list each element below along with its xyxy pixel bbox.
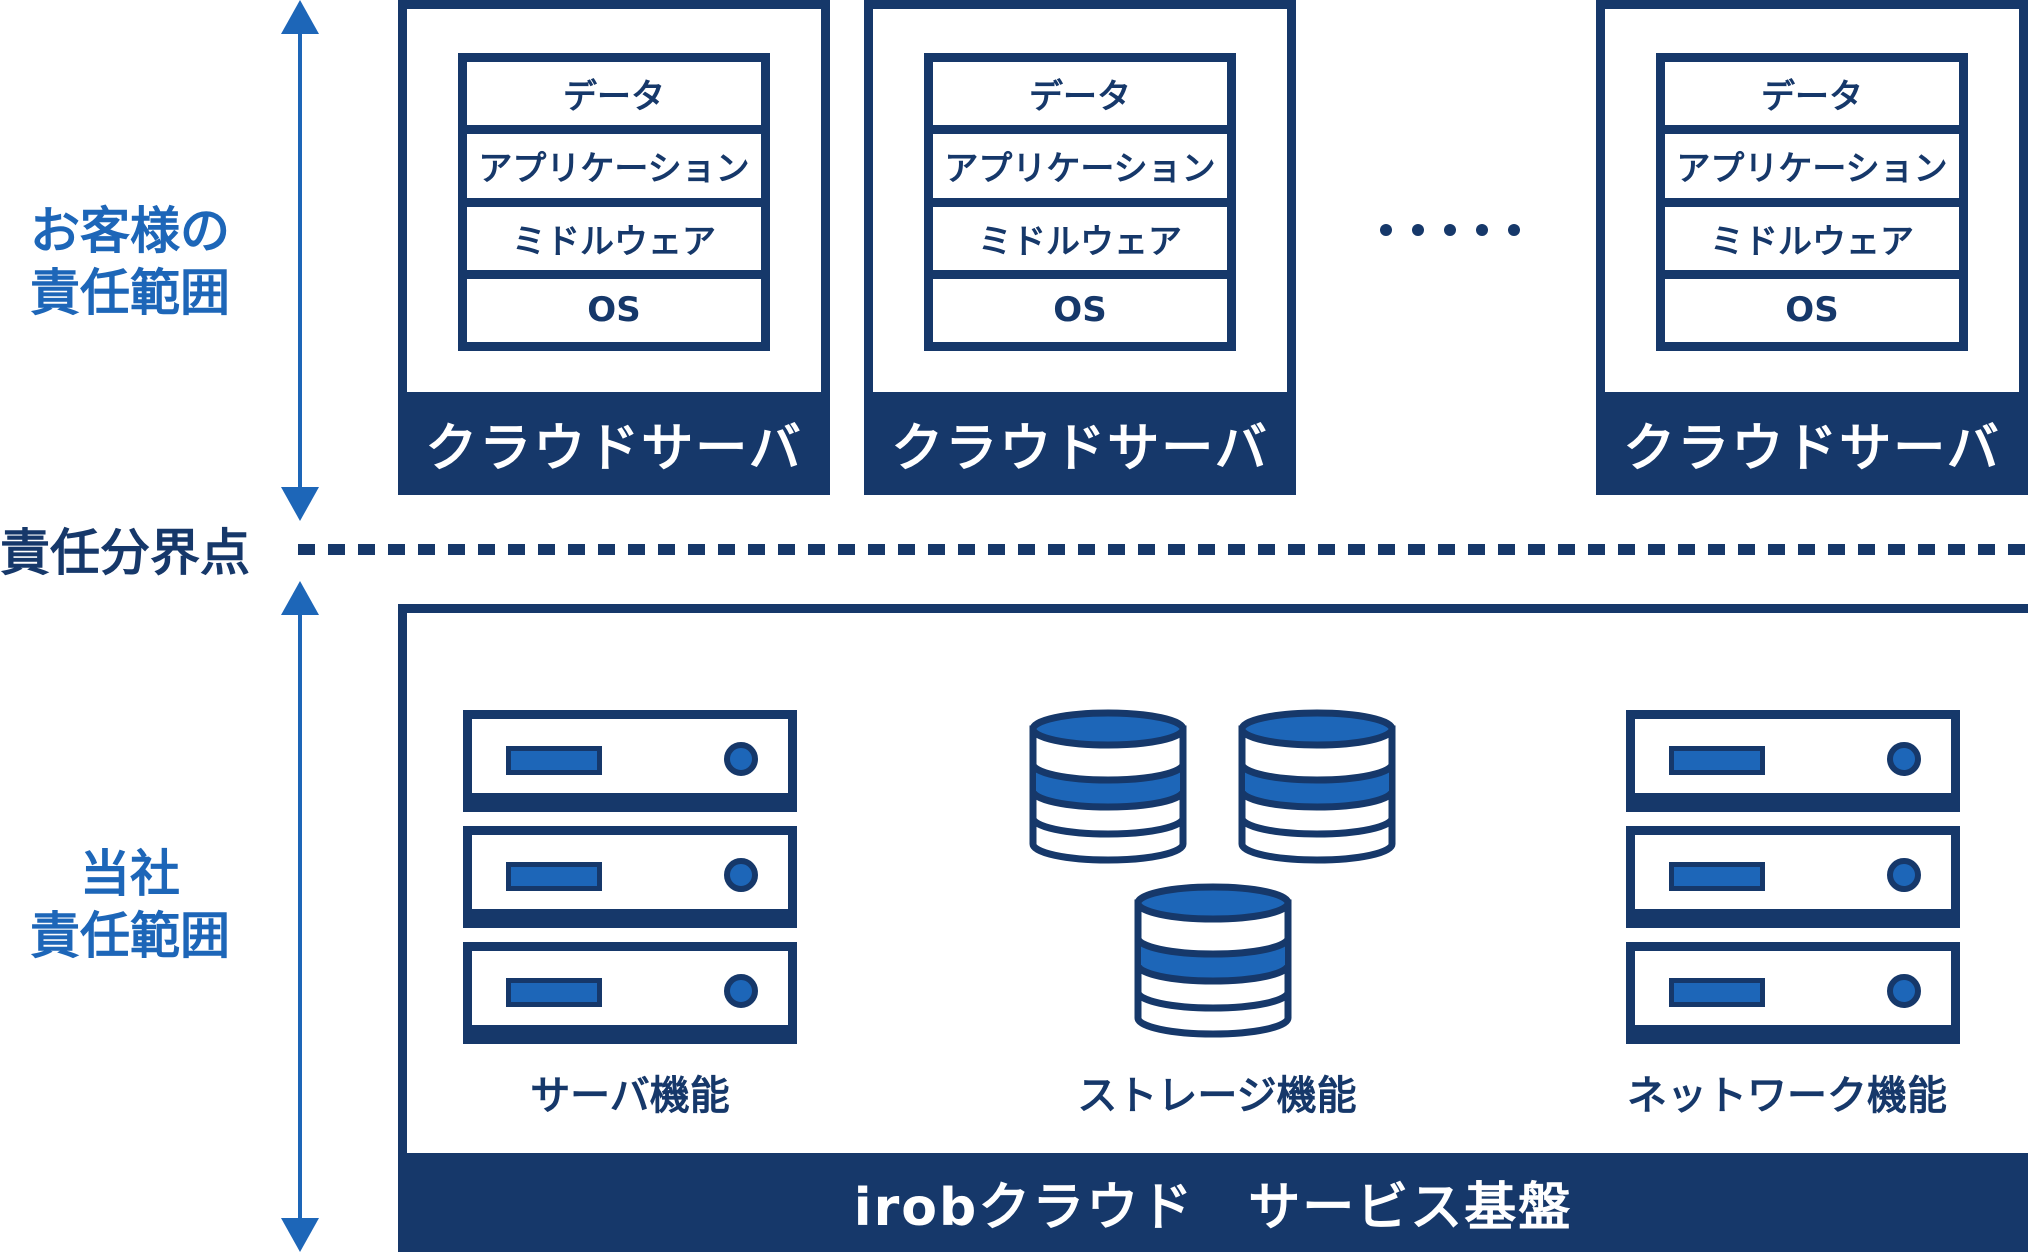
network-unit-icon — [1626, 710, 1960, 812]
cloud-server-title: クラウドサーバ — [1623, 419, 2001, 479]
layer-data: データ — [467, 62, 761, 126]
layer-os: OS — [467, 278, 761, 342]
software-stack: データ アプリケーション ミドルウェア OS — [1656, 53, 1968, 351]
customer-responsibility-line-2: 責任範囲 — [30, 264, 230, 322]
layer-middleware: ミドルウェア — [933, 206, 1227, 270]
software-stack: データ アプリケーション ミドルウェア OS — [924, 53, 1236, 351]
responsibility-boundary-label: 責任分界点 — [0, 524, 250, 582]
network-unit-icon — [1626, 826, 1960, 928]
company-responsibility-label: 当社 責任範囲 — [0, 843, 260, 967]
cloud-server-card: データ アプリケーション ミドルウェア OS クラウドサーバ — [864, 0, 1296, 495]
layer-middleware: ミドルウェア — [1665, 206, 1959, 270]
server-function-label: サーバ機能 — [530, 1073, 730, 1119]
cloud-server-title: クラウドサーバ — [891, 419, 1269, 479]
cloud-server-card: データ アプリケーション ミドルウェア OS クラウドサーバ — [398, 0, 830, 495]
storage-function-label: ストレージ機能 — [1077, 1073, 1357, 1119]
cloud-server-body: データ アプリケーション ミドルウェア OS — [873, 9, 1287, 392]
responsibility-axis — [281, 0, 319, 1252]
server-unit-icon — [463, 942, 797, 1044]
layer-application: アプリケーション — [1665, 134, 1959, 198]
server-unit-icon — [463, 710, 797, 812]
software-stack: データ アプリケーション ミドルウェア OS — [458, 53, 770, 351]
cloud-server-body: データ アプリケーション ミドルウェア OS — [407, 9, 821, 392]
cloud-server-card: データ アプリケーション ミドルウェア OS クラウドサーバ — [1596, 0, 2028, 495]
responsibility-boundary-line — [298, 544, 2028, 555]
company-range-arrow — [281, 581, 319, 1252]
layer-os: OS — [933, 278, 1227, 342]
network-function-label: ネットワーク機能 — [1627, 1073, 1947, 1119]
customer-range-arrow — [281, 0, 319, 521]
cloud-server-title: クラウドサーバ — [425, 419, 803, 479]
customer-responsibility-line-1: お客様の — [30, 202, 230, 260]
layer-data: データ — [933, 62, 1227, 126]
company-responsibility-line-1: 当社 — [80, 845, 180, 903]
layer-middleware: ミドルウェア — [467, 206, 761, 270]
layer-data: データ — [1665, 62, 1959, 126]
network-unit-icon — [1626, 942, 1960, 1044]
service-platform: サーバ機能 ストレージ機能 — [398, 604, 2028, 1252]
company-responsibility-line-2: 責任範囲 — [30, 907, 230, 965]
customer-responsibility-label: お客様の 責任範囲 — [0, 200, 260, 324]
service-platform-title: irobクラウド サービス基盤 — [853, 1178, 1573, 1238]
more-servers-ellipsis — [1380, 200, 1520, 260]
layer-application: アプリケーション — [467, 134, 761, 198]
layer-application: アプリケーション — [933, 134, 1227, 198]
server-unit-icon — [463, 826, 797, 928]
database-icon — [1027, 703, 1427, 1043]
cloud-server-body: データ アプリケーション ミドルウェア OS — [1605, 9, 2019, 392]
layer-os: OS — [1665, 278, 1959, 342]
service-platform-body: サーバ機能 ストレージ機能 — [407, 613, 2028, 1153]
